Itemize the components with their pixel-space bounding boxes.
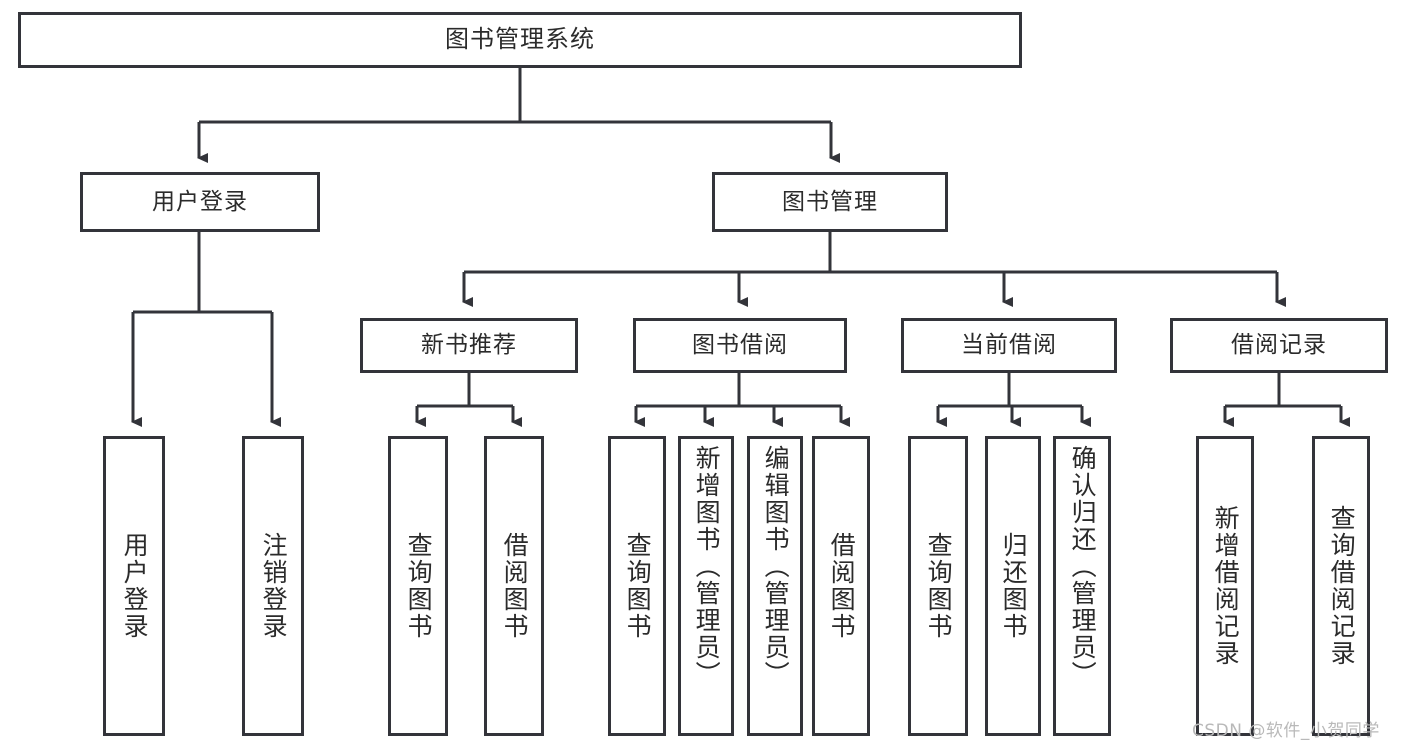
node-label: 图书借阅 — [692, 332, 788, 359]
node-book-borrow[interactable]: 图书借阅 — [633, 318, 847, 373]
node-label: 查询图书 — [404, 532, 434, 640]
node-leaf-user-login[interactable]: 用户登录 — [103, 436, 165, 736]
node-label: 确认归还（管理员） — [1068, 445, 1098, 688]
node-label: 用户登录 — [152, 188, 248, 215]
node-label: 新增图书（管理员） — [692, 445, 722, 688]
node-book-management[interactable]: 图书管理 — [712, 172, 948, 232]
node-label: 新增借阅记录 — [1211, 505, 1241, 667]
node-label: 用户登录 — [120, 532, 150, 640]
node-label: 图书管理 — [782, 188, 878, 215]
node-borrow-record[interactable]: 借阅记录 — [1170, 318, 1388, 373]
node-leaf-borrow-book[interactable]: 借阅图书 — [812, 436, 870, 736]
node-leaf-query-book-current[interactable]: 查询图书 — [908, 436, 968, 736]
node-label: 归还图书 — [999, 532, 1029, 640]
node-label: 查询图书 — [623, 532, 653, 640]
node-leaf-edit-book-admin[interactable]: 编辑图书（管理员） — [747, 436, 803, 736]
node-user-login[interactable]: 用户登录 — [80, 172, 320, 232]
watermark-text: CSDN @软件_小贺同学 — [1192, 721, 1380, 741]
node-label: 注销登录 — [259, 532, 289, 640]
node-label: 查询图书 — [924, 532, 954, 640]
node-leaf-query-borrow-record[interactable]: 查询借阅记录 — [1312, 436, 1370, 736]
node-label: 查询借阅记录 — [1327, 505, 1357, 667]
node-leaf-return-book[interactable]: 归还图书 — [985, 436, 1041, 736]
node-leaf-logout-login[interactable]: 注销登录 — [242, 436, 304, 736]
node-label: 借阅图书 — [827, 532, 857, 640]
node-label: 当前借阅 — [961, 332, 1057, 359]
node-label: 编辑图书（管理员） — [761, 445, 791, 688]
node-leaf-query-book-borrow[interactable]: 查询图书 — [608, 436, 666, 736]
node-leaf-add-book-admin[interactable]: 新增图书（管理员） — [678, 436, 734, 736]
node-leaf-borrow-book-recommend[interactable]: 借阅图书 — [484, 436, 544, 736]
node-leaf-query-book-recommend[interactable]: 查询图书 — [388, 436, 448, 736]
node-label: 借阅图书 — [500, 532, 530, 640]
node-new-book-recommend[interactable]: 新书推荐 — [360, 318, 578, 373]
node-root-book-management-system[interactable]: 图书管理系统 — [18, 12, 1022, 68]
node-label: 图书管理系统 — [445, 25, 595, 54]
node-leaf-confirm-return-admin[interactable]: 确认归还（管理员） — [1053, 436, 1111, 736]
node-label: 新书推荐 — [421, 332, 517, 359]
node-leaf-add-borrow-record[interactable]: 新增借阅记录 — [1196, 436, 1254, 736]
node-label: 借阅记录 — [1231, 332, 1327, 359]
node-current-borrow[interactable]: 当前借阅 — [901, 318, 1117, 373]
